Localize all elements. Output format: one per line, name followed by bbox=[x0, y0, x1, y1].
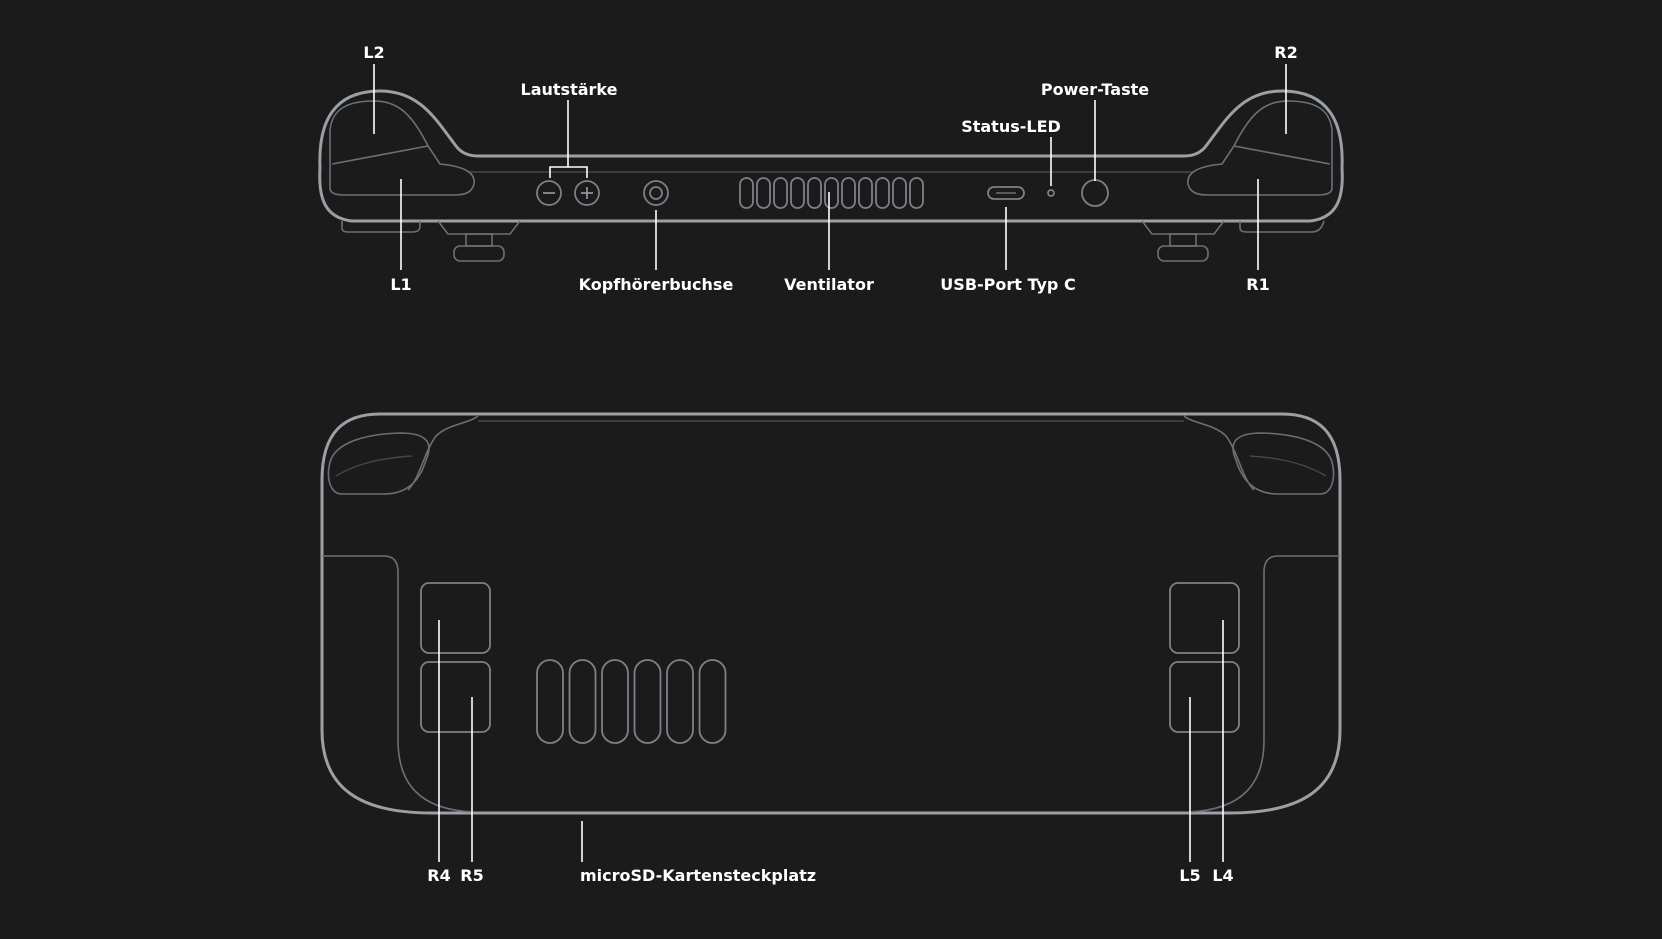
top-view: L2 R2 Lautstärke Power-Taste Status-LED … bbox=[318, 43, 1344, 294]
fan-vent-slot bbox=[858, 177, 873, 209]
label-l4: L4 bbox=[1212, 866, 1233, 885]
back-left-shoulder bbox=[407, 415, 479, 491]
label-headphone: Kopfhörerbuchse bbox=[579, 275, 734, 294]
left-bumper-base bbox=[341, 221, 421, 233]
top-body-outline bbox=[318, 89, 1344, 223]
usb-c-port bbox=[987, 186, 1025, 200]
left-l2-divider bbox=[331, 145, 429, 165]
label-l2: L2 bbox=[363, 43, 384, 62]
fan-vent-slot bbox=[875, 177, 890, 209]
back-view: R4 R5 microSD-Kartensteckplatz L5 L4 bbox=[320, 412, 1342, 885]
back-vent-slot bbox=[568, 659, 597, 744]
back-right-trigger bbox=[1232, 432, 1335, 495]
back-right-shoulder bbox=[1183, 415, 1255, 491]
right-grip-inner bbox=[1187, 100, 1333, 196]
fan-vents bbox=[739, 177, 924, 209]
label-power: Power-Taste bbox=[1041, 80, 1149, 99]
volume-plus-button bbox=[574, 180, 600, 206]
back-body-outline bbox=[320, 412, 1342, 815]
left-stick-stem bbox=[465, 233, 493, 247]
label-microsd: microSD-Kartensteckplatz bbox=[580, 866, 816, 885]
back-left-trigger bbox=[327, 432, 430, 495]
fan-vent-slot bbox=[909, 177, 924, 209]
headphone-jack-outer bbox=[643, 180, 669, 206]
back-right-grip-panel bbox=[1187, 555, 1340, 813]
label-r4: R4 bbox=[427, 866, 450, 885]
label-fan: Ventilator bbox=[784, 275, 874, 294]
label-r2: R2 bbox=[1274, 43, 1297, 62]
back-left-grip-panel bbox=[322, 555, 475, 813]
fan-vent-slot bbox=[841, 177, 856, 209]
fan-vent-slot bbox=[756, 177, 771, 209]
right-stick-base bbox=[1141, 220, 1225, 235]
label-r5: R5 bbox=[460, 866, 483, 885]
left-stick-base bbox=[437, 220, 521, 235]
right-r2-divider bbox=[1233, 145, 1331, 165]
label-volume: Lautstärke bbox=[521, 80, 618, 99]
back-vent-slot bbox=[536, 659, 564, 744]
left-stick-cap bbox=[453, 245, 505, 262]
r5-button bbox=[420, 661, 491, 733]
left-grip-inner bbox=[329, 100, 475, 196]
fan-vent-slot bbox=[824, 177, 839, 209]
fan-vent-slot bbox=[739, 177, 754, 209]
label-usb: USB-Port Typ C bbox=[940, 275, 1075, 294]
back-vent-slot bbox=[698, 659, 727, 744]
back-vent-slot bbox=[666, 659, 694, 744]
fan-vent-slot bbox=[790, 177, 805, 209]
label-l1: L1 bbox=[390, 275, 411, 294]
volume-minus-button bbox=[536, 180, 562, 206]
fan-vent-slot bbox=[892, 177, 907, 209]
back-right-trigger-detail bbox=[1249, 455, 1327, 477]
volume-bracket bbox=[549, 166, 588, 178]
status-led bbox=[1047, 189, 1055, 197]
back-left-trigger-detail bbox=[335, 455, 413, 477]
l4-button bbox=[1169, 582, 1240, 654]
label-l5: L5 bbox=[1179, 866, 1200, 885]
right-stick-cap bbox=[1157, 245, 1209, 262]
back-vent-slot bbox=[633, 659, 662, 744]
r4-button bbox=[420, 582, 491, 654]
right-bumper-base bbox=[1239, 220, 1325, 233]
back-vent-slot bbox=[601, 659, 629, 744]
label-r1: R1 bbox=[1246, 275, 1269, 294]
fan-vent-slot bbox=[773, 177, 788, 209]
headphone-jack-inner bbox=[649, 186, 663, 200]
label-status-led: Status-LED bbox=[961, 117, 1061, 136]
l5-button bbox=[1169, 661, 1240, 733]
fan-vent-slot bbox=[807, 177, 822, 209]
back-vents bbox=[536, 659, 727, 744]
right-stick-stem bbox=[1169, 233, 1197, 247]
power-button bbox=[1081, 179, 1109, 207]
